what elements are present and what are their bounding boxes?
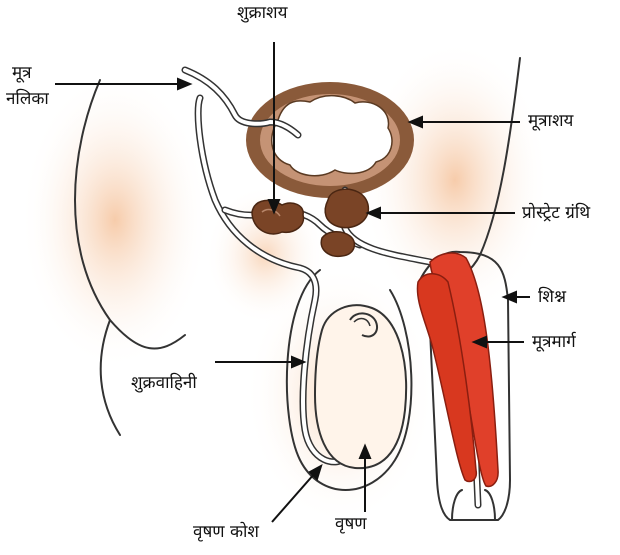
label-ureter-line1: मूत्र bbox=[12, 62, 32, 84]
label-prostate: प्रोस्ट्रेट ग्रंथि bbox=[522, 202, 590, 224]
label-scrotum: वृषण कोश bbox=[193, 521, 259, 543]
label-vas-deferens: शुक्रवाहिनी bbox=[131, 372, 197, 394]
testis bbox=[315, 305, 406, 468]
label-ureter-line2: नलिका bbox=[6, 88, 49, 110]
bladder bbox=[246, 82, 414, 198]
label-bladder: मूत्राशय bbox=[528, 110, 573, 132]
label-urethra: मूत्रमार्ग bbox=[532, 331, 576, 353]
label-testis: वृषण bbox=[335, 513, 367, 535]
label-seminal-vesicle: शुक्राशय bbox=[237, 2, 287, 24]
label-penis: शिश्न bbox=[538, 286, 566, 308]
